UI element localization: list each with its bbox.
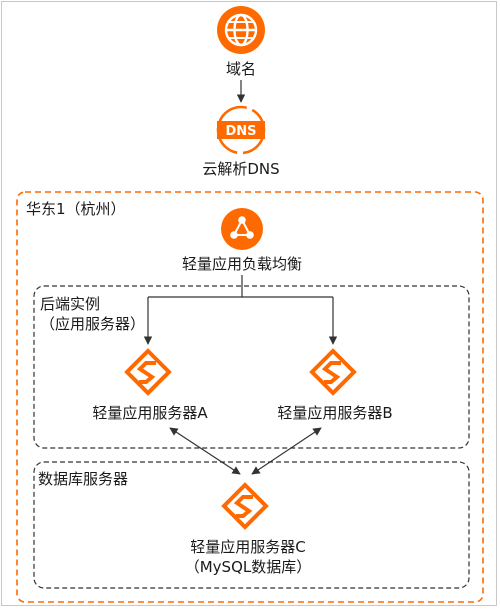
region-box bbox=[16, 191, 484, 603]
dns-icon: DNS bbox=[216, 105, 266, 155]
domain-label: 域名 bbox=[225, 60, 257, 78]
server-c-label: 轻量应用服务器C （MySQL数据库） bbox=[185, 537, 312, 577]
server-b-label: 轻量应用服务器B bbox=[277, 404, 393, 422]
server-a-icon bbox=[125, 349, 171, 395]
dns-badge-text: DNS bbox=[225, 124, 256, 139]
database-group-box bbox=[33, 461, 470, 589]
database-group-title: 数据库服务器 bbox=[38, 470, 129, 488]
region-title: 华东1（杭州） bbox=[26, 200, 126, 218]
dns-label: 云解析DNS bbox=[202, 160, 280, 178]
server-c-label-line2: （MySQL数据库） bbox=[184, 558, 312, 576]
split-line bbox=[148, 275, 243, 298]
server-c-label-line1: 轻量应用服务器C bbox=[190, 538, 306, 556]
server-c-icon bbox=[222, 483, 268, 529]
slb-label: 轻量应用负载均衡 bbox=[181, 255, 303, 273]
globe-icon bbox=[217, 6, 265, 54]
server-a-label: 轻量应用服务器A bbox=[92, 404, 208, 422]
server-b-icon bbox=[310, 349, 356, 395]
load-balancer-icon bbox=[221, 208, 263, 250]
backend-title-line2: （应用服务器） bbox=[40, 315, 146, 333]
link-server-a-to-c bbox=[169, 427, 241, 475]
backend-title-line1: 后端实例 bbox=[40, 295, 101, 313]
backend-group-title: 后端实例 （应用服务器） bbox=[40, 294, 145, 334]
link-server-b-to-c bbox=[251, 427, 322, 475]
